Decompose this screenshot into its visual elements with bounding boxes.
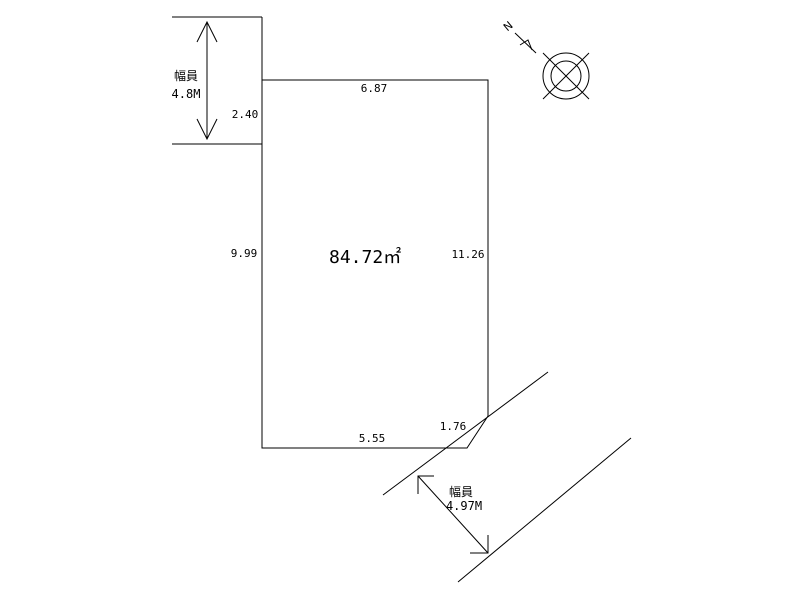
dimension-top: 6.87	[361, 82, 388, 95]
road-width-arrow-icon	[196, 20, 218, 141]
lot-area-value: 84.72	[329, 247, 383, 268]
lot-area-unit: ㎡	[383, 246, 401, 268]
road-edge-lower	[457, 437, 632, 583]
road-width-arrow-icon	[417, 475, 489, 554]
north-letter: N	[501, 19, 516, 34]
road-width-label: 幅員	[174, 68, 198, 83]
road-label-mask	[166, 66, 206, 104]
road-width-label: 幅員	[449, 484, 473, 499]
circle-x-symbol-icon	[542, 52, 590, 100]
lot-boundary	[261, 79, 489, 449]
road-width-value: 4.97M	[446, 499, 482, 513]
north-arrow-icon: N	[501, 19, 537, 54]
dimension-bottom: 5.55	[359, 432, 386, 445]
road-edge-upper	[382, 371, 549, 496]
dimension-right: 11.26	[451, 248, 484, 261]
dimension-corner-cut: 1.76	[440, 420, 467, 433]
dimension-road-frontage: 2.40	[232, 108, 259, 121]
dimension-left: 9.99	[231, 247, 258, 260]
road-width-value: 4.8M	[172, 87, 201, 101]
lot-area: 84.72㎡	[329, 246, 401, 268]
